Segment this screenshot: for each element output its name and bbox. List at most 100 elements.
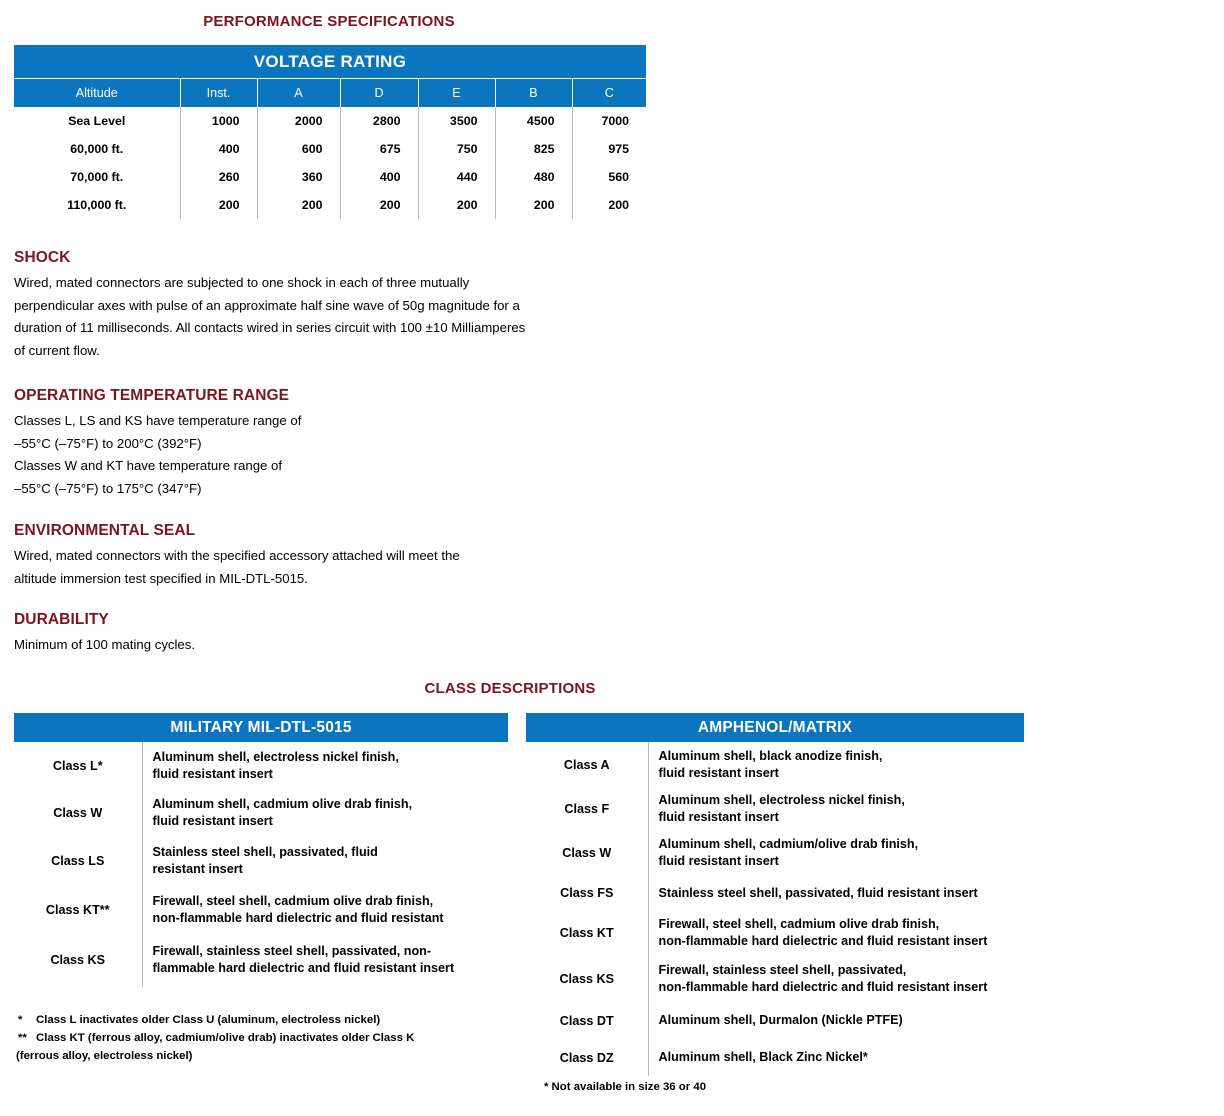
cell-c: 560 (608, 170, 630, 184)
cell-d: 400 (340, 163, 419, 191)
cell-a: 200 (257, 191, 341, 219)
description-line: fluid resistant insert (152, 814, 273, 828)
table-row: Class L* Aluminum shell, electroless nic… (14, 742, 508, 789)
cell-altitude: 110,000 ft. (14, 191, 181, 219)
cell-c: 7000 (601, 114, 630, 128)
military-table-banner: MILITARY MIL-DTL-5015 (14, 713, 508, 742)
cell-inst: 260 (180, 163, 258, 191)
footnote-double-marker: ** (18, 1032, 27, 1044)
cell-class: Class LS (14, 837, 143, 885)
cell-description: Aluminum shell, Durmalon (Nickle PTFE) (648, 1002, 1024, 1039)
table-row: Class A Aluminum shell, black anodize fi… (526, 742, 1024, 787)
cell-description: Stainless steel shell, passivated, fluid… (142, 837, 508, 885)
column-header-inst: Inst. (180, 78, 258, 107)
cell-class: Class F (526, 787, 649, 831)
table-row: Class FS Stainless steel shell, passivat… (526, 875, 1024, 911)
table-row: Class F Aluminum shell, electroless nick… (526, 787, 1024, 831)
description-line: non-flammable hard dielectric and fluid … (658, 979, 988, 994)
description-line: Aluminum shell, black anodize finish, (658, 748, 883, 763)
footnote-double-continued: (ferrous alloy, electroless nickel) (16, 1050, 193, 1062)
voltage-rating-table: VOLTAGE RATING Altitude Inst. A D E B C … (14, 45, 647, 219)
footnote-single: * Class L inactivates older Class U (alum… (18, 1011, 414, 1029)
description-line: Firewall, steel shell, cadmium olive dra… (152, 893, 434, 908)
description-line: fluid resistant insert (658, 854, 779, 868)
cell-description: Aluminum shell, black anodize finish, fl… (648, 742, 1024, 787)
footnote-double-text: Class KT (ferrous alloy, cadmium/olive d… (36, 1032, 415, 1044)
environmental-seal-body: Wired, mated connectors with the specifi… (14, 545, 460, 590)
cell-class: Class DT (526, 1002, 649, 1039)
cell-class: Class DZ (526, 1039, 649, 1076)
description-line: non-flammable hard dielectric and fluid … (152, 910, 444, 925)
column-header-d: D (340, 78, 419, 107)
cell-description: Firewall, stainless steel shell, passiva… (142, 934, 508, 986)
footnote-single-text: Class L inactivates older Class U (alumi… (36, 1014, 381, 1026)
cell-description: Firewall, steel shell, cadmium olive dra… (142, 885, 508, 934)
temperature-line-1: Classes L, LS and KS have temperature ra… (14, 413, 302, 428)
description-line: Aluminum shell, electroless nickel finis… (152, 749, 399, 764)
cell-inst: 1000 (180, 107, 258, 135)
table-row: Class KT** Firewall, steel shell, cadmiu… (14, 885, 508, 934)
shock-line-3: duration of 11 milliseconds. All contact… (14, 320, 526, 335)
cell-description: Aluminum shell, cadmium olive drab finis… (142, 789, 508, 837)
bottom-availability-note: * Not available in size 36 or 40 (543, 1081, 707, 1093)
cell-description: Aluminum shell, electroless nickel finis… (648, 787, 1024, 831)
military-class-table: MILITARY MIL-DTL-5015 Class L* Aluminum … (14, 713, 508, 986)
temperature-line-2: –55°C (–75°F) to 200°C (392°F) (14, 435, 202, 451)
description-line: Aluminum shell, cadmium olive drab finis… (152, 797, 413, 811)
shock-line-4: of current flow. (14, 342, 100, 358)
cell-class: Class A (526, 742, 649, 787)
table-row: 60,000 ft. 400 600 675 750 825 975 (14, 135, 646, 163)
operating-temperature-range-heading: OPERATING TEMPERATURE RANGE (14, 387, 290, 404)
description-line: resistant insert (152, 862, 243, 876)
table-row: Class DT Aluminum shell, Durmalon (Nickl… (526, 1002, 1024, 1039)
cell-d: 675 (340, 135, 419, 163)
footnote-single-marker: * (18, 1014, 23, 1026)
table-row: Class W Aluminum shell, cadmium/olive dr… (526, 831, 1024, 875)
column-header-c: C (572, 78, 647, 107)
shock-line-1: Wired, mated connectors are subjected to… (14, 275, 470, 290)
shock-line-2: perpendicular axes with pulse of an appr… (14, 297, 520, 313)
cell-altitude: Sea Level (14, 107, 181, 135)
environmental-seal-heading: ENVIRONMENTAL SEAL (14, 522, 196, 539)
cell-description: Firewall, stainless steel shell, passiva… (648, 955, 1024, 1002)
voltage-rating-banner: VOLTAGE RATING (14, 45, 647, 79)
description-line: Stainless steel shell, passivated, fluid (152, 845, 378, 859)
cell-description: Stainless steel shell, passivated, fluid… (648, 875, 1024, 911)
cell-c: 975 (608, 142, 630, 156)
cell-e: 440 (418, 163, 496, 191)
cell-a: 2000 (257, 107, 341, 135)
description-line: non-flammable hard dielectric and fluid … (658, 934, 988, 948)
amphenol-table-banner: AMPHENOL/MATRIX (526, 713, 1025, 742)
cell-inst: 200 (180, 191, 258, 219)
table-row: 70,000 ft. 260 360 400 440 480 560 (14, 163, 646, 191)
cell-d: 200 (340, 191, 419, 219)
cell-a: 600 (257, 135, 341, 163)
cell-description: Firewall, steel shell, cadmium olive dra… (648, 911, 1024, 955)
class-descriptions-title: CLASS DESCRIPTIONS (424, 680, 596, 697)
cell-description: Aluminum shell, Black Zinc Nickel* (648, 1039, 1024, 1076)
cell-class: Class L* (14, 742, 143, 789)
shock-body: Wired, mated connectors are subjected to… (14, 272, 525, 362)
cell-class: Class KT (526, 911, 649, 955)
description-line: fluid resistant insert (658, 810, 779, 824)
description-line: Aluminum shell, cadmium/olive drab finis… (658, 837, 919, 851)
voltage-table-header-row: Altitude Inst. A D E B C (14, 78, 647, 107)
cell-e: 3500 (418, 107, 496, 135)
cell-c: 200 (608, 198, 630, 212)
cell-altitude: 70,000 ft. (14, 163, 181, 191)
cell-class: Class W (526, 831, 649, 875)
durability-body: Minimum of 100 mating cycles. (14, 634, 195, 657)
table-row: Class W Aluminum shell, cadmium olive dr… (14, 789, 508, 837)
environmental-line-1: Wired, mated connectors with the specifi… (14, 548, 460, 563)
temperature-line-4: –55°C (–75°F) to 175°C (347°F) (14, 480, 202, 496)
cell-e: 750 (418, 135, 496, 163)
cell-class: Class W (14, 789, 143, 837)
cell-description: Aluminum shell, electroless nickel finis… (142, 742, 508, 789)
table-row: Class KS Firewall, stainless steel shell… (526, 955, 1024, 1002)
cell-class: Class KT** (14, 885, 143, 934)
description-line: Stainless steel shell, passivated, fluid… (658, 885, 978, 900)
cell-description: Aluminum shell, cadmium/olive drab finis… (648, 831, 1024, 875)
cell-d: 2800 (340, 107, 419, 135)
table-row: Class LS Stainless steel shell, passivat… (14, 837, 508, 885)
amphenol-matrix-class-table: AMPHENOL/MATRIX Class A Aluminum shell, … (526, 713, 1025, 1076)
